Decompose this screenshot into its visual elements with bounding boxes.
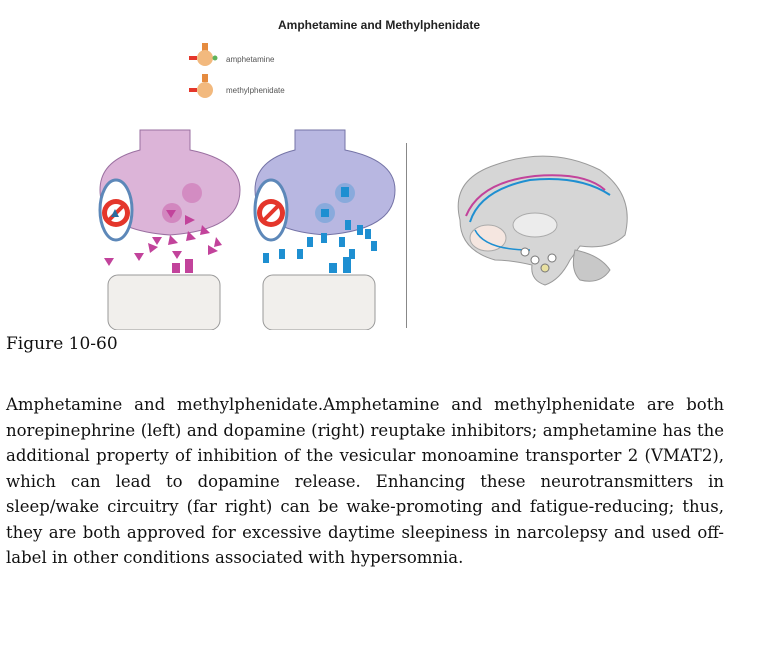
legend-amphetamine-label: amphetamine — [226, 55, 275, 64]
norepinephrine-synapse-diagram — [98, 129, 241, 330]
legend-icons — [189, 43, 218, 98]
dopamine-transporter — [253, 178, 289, 242]
figure-title: Amphetamine and Methylphenidate — [277, 18, 481, 32]
methylphenidate-icon — [189, 74, 213, 98]
caption-label: Figure 10-60 — [6, 334, 118, 354]
amphetamine-icon — [189, 43, 218, 66]
norepinephrine-transporter — [98, 178, 134, 242]
sleep-wake-circuit — [465, 174, 611, 273]
dopamine-synapse-diagram — [253, 129, 396, 330]
figure: Amphetamine and Methylphenidate amphetam… — [0, 0, 758, 330]
caption-text: Amphetamine and methylphenidate.Amphetam… — [6, 395, 724, 567]
panel-divider — [406, 143, 407, 328]
dopamine-molecules — [263, 187, 377, 273]
legend-methylphenidate-label: methylphenidate — [226, 86, 285, 95]
norepinephrine-molecules — [104, 210, 222, 273]
brain-circuit-diagram — [457, 155, 628, 286]
